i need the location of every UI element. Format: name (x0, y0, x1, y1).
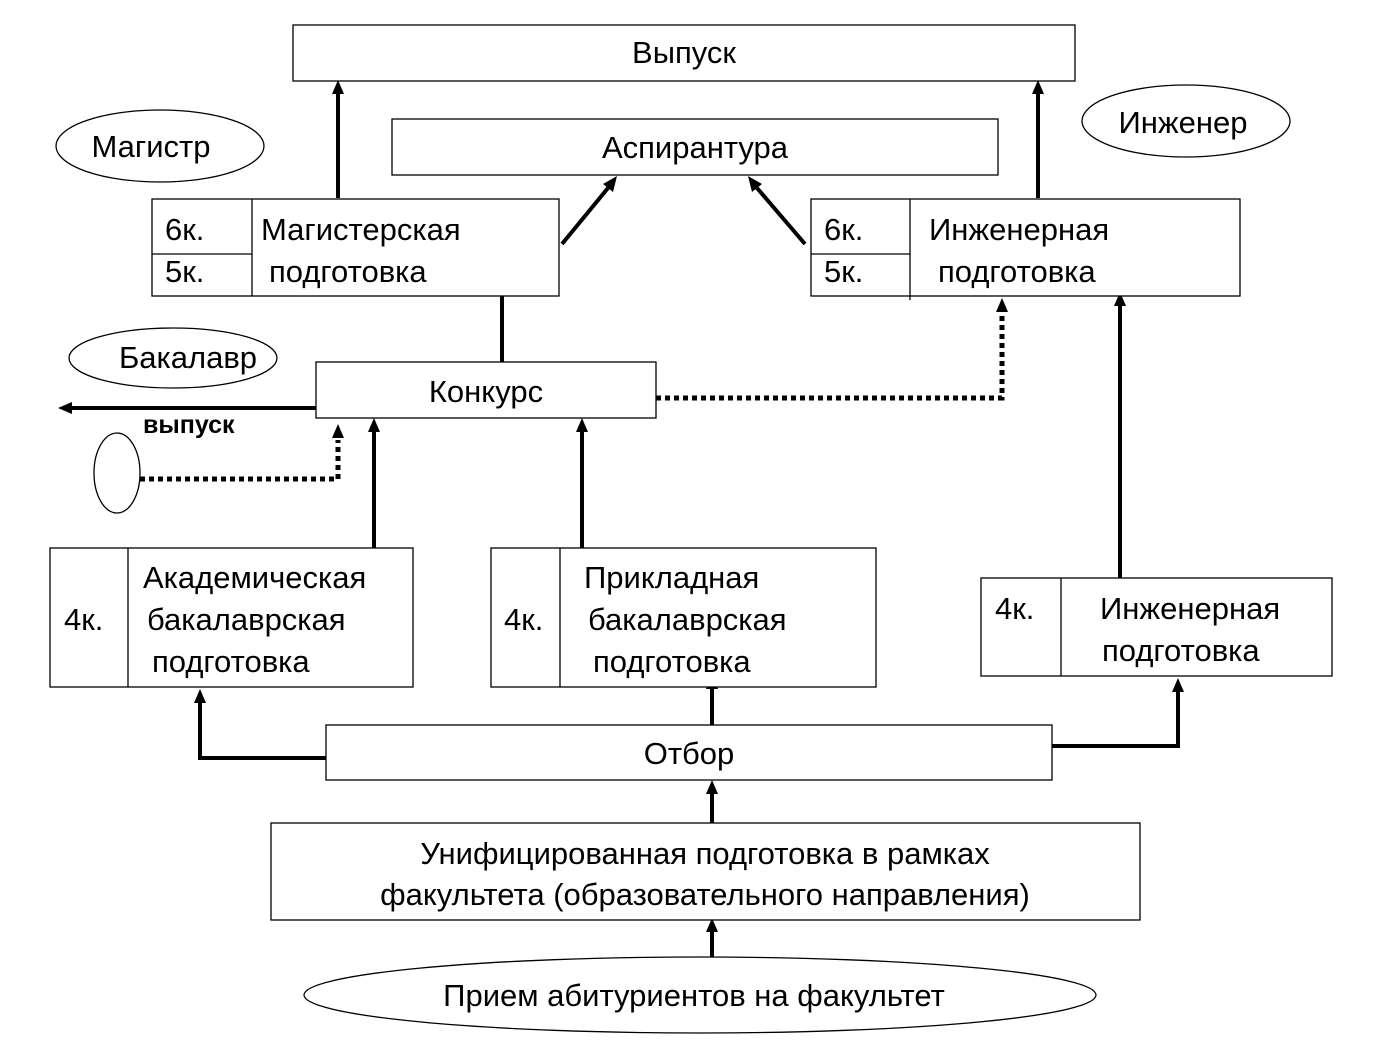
engineer-oval-label: Инженер (1119, 105, 1248, 140)
release-label: выпуск (143, 411, 235, 439)
applied-bachelor-line3: подготовка (593, 644, 751, 679)
engineering-prep-lower-box: 4к. Инженерная подготовка (980, 577, 1333, 677)
master-prep-line2: подготовка (269, 254, 427, 289)
output-box: Выпуск (292, 24, 1076, 82)
applied-bachelor-line1: Прикладная (584, 560, 759, 595)
arrow-master-to-postgrad (560, 186, 610, 246)
academic-bachelor-line3: подготовка (152, 644, 310, 679)
contest-box: Конкурс (315, 361, 657, 419)
dotted-connectors (140, 298, 1008, 482)
dotted-contest-to-engineering (656, 312, 1005, 401)
academic-bachelor-box: 4к. Академическая бакалаврская подготовк… (49, 547, 414, 688)
output-label: Выпуск (632, 35, 736, 70)
engineering-prep-upper-line2: подготовка (938, 254, 1096, 289)
selection-box: Отбор (325, 724, 1053, 781)
bachelor-oval-label: Бакалавр (119, 340, 257, 375)
unified-prep-line1: Унифицированная подготовка в рамках (420, 836, 990, 871)
dotted-oval-to-contest (140, 440, 341, 482)
master-oval-label: Магистр (92, 129, 211, 164)
selection-label: Отбор (644, 736, 735, 771)
small-oval (93, 432, 141, 514)
postgrad-label: Аспирантура (602, 130, 789, 165)
engineering-prep-lower-line2: подготовка (1102, 633, 1260, 668)
engineer-oval: Инженер (1081, 84, 1291, 158)
master-prep-year6: 6к. (165, 212, 204, 247)
engineering-prep-lower-line1: Инженерная (1100, 591, 1280, 626)
engineering-prep-lower-year: 4к. (995, 591, 1034, 626)
contest-label: Конкурс (429, 374, 543, 409)
master-prep-line1: Магистерская (261, 212, 461, 247)
engineering-prep-upper-year5: 5к. (824, 254, 863, 289)
admission-oval: Прием абитуриентов на факультет (303, 956, 1097, 1034)
master-oval: Магистр (55, 109, 265, 183)
engineering-prep-upper-year6: 6к. (824, 212, 863, 247)
unified-prep-line2: факультета (образовательного направления… (380, 877, 1030, 912)
arrow-selection-to-engineering-4k (1052, 690, 1180, 748)
arrow-engineering-to-postgrad (755, 186, 807, 246)
engineering-prep-upper-box: 6к. 5к. Инженерная подготовка (810, 198, 1241, 300)
master-prep-box: 6к. 5к. Магистерская подготовка (151, 198, 560, 297)
admission-label: Прием абитуриентов на факультет (443, 978, 945, 1013)
academic-bachelor-line2: бакалаврская (147, 602, 346, 637)
applied-bachelor-box: 4к. Прикладная бакалаврская подготовка (490, 547, 877, 688)
engineering-prep-upper-line1: Инженерная (929, 212, 1109, 247)
arrow-selection-to-academic (198, 701, 326, 760)
academic-bachelor-year: 4к. (64, 602, 103, 637)
applied-bachelor-year: 4к. (504, 602, 543, 637)
academic-bachelor-line1: Академическая (143, 560, 366, 595)
postgrad-box: Аспирантура (391, 118, 999, 176)
master-prep-year5: 5к. (165, 254, 204, 289)
unified-prep-box: Унифицированная подготовка в рамках факу… (270, 822, 1141, 921)
bachelor-oval: Бакалавр (68, 327, 278, 389)
applied-bachelor-line2: бакалаврская (588, 602, 787, 637)
